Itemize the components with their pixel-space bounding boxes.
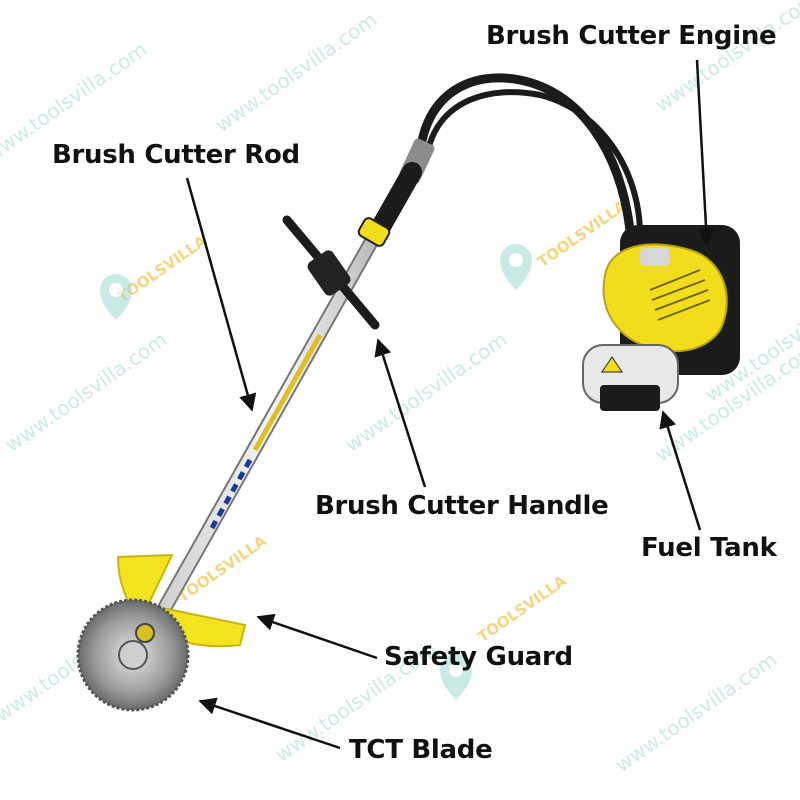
arrow-icon: [378, 340, 425, 487]
arrow-icon: [258, 617, 377, 658]
throttle-grip: [357, 172, 412, 248]
flexible-hose: [420, 78, 640, 235]
label-handle: Brush Cutter Handle: [315, 491, 608, 521]
arrow-icon: [663, 412, 700, 530]
tct-blade: [78, 600, 188, 710]
shaft-rod: [155, 182, 405, 625]
label-blade: TCT Blade: [349, 735, 492, 765]
arrow-icon: [697, 60, 707, 245]
label-fuel-tank: Fuel Tank: [641, 533, 777, 563]
label-guard: Safety Guard: [384, 642, 573, 672]
arrow-icon: [187, 178, 252, 410]
arrow-icon: [200, 701, 340, 748]
label-engine: Brush Cutter Engine: [486, 21, 776, 51]
toolsvilla-logo-icon: [100, 274, 132, 320]
fuel-tank: [583, 345, 678, 411]
label-rod: Brush Cutter Rod: [52, 140, 300, 170]
toolsvilla-logo-icon: [500, 244, 532, 290]
